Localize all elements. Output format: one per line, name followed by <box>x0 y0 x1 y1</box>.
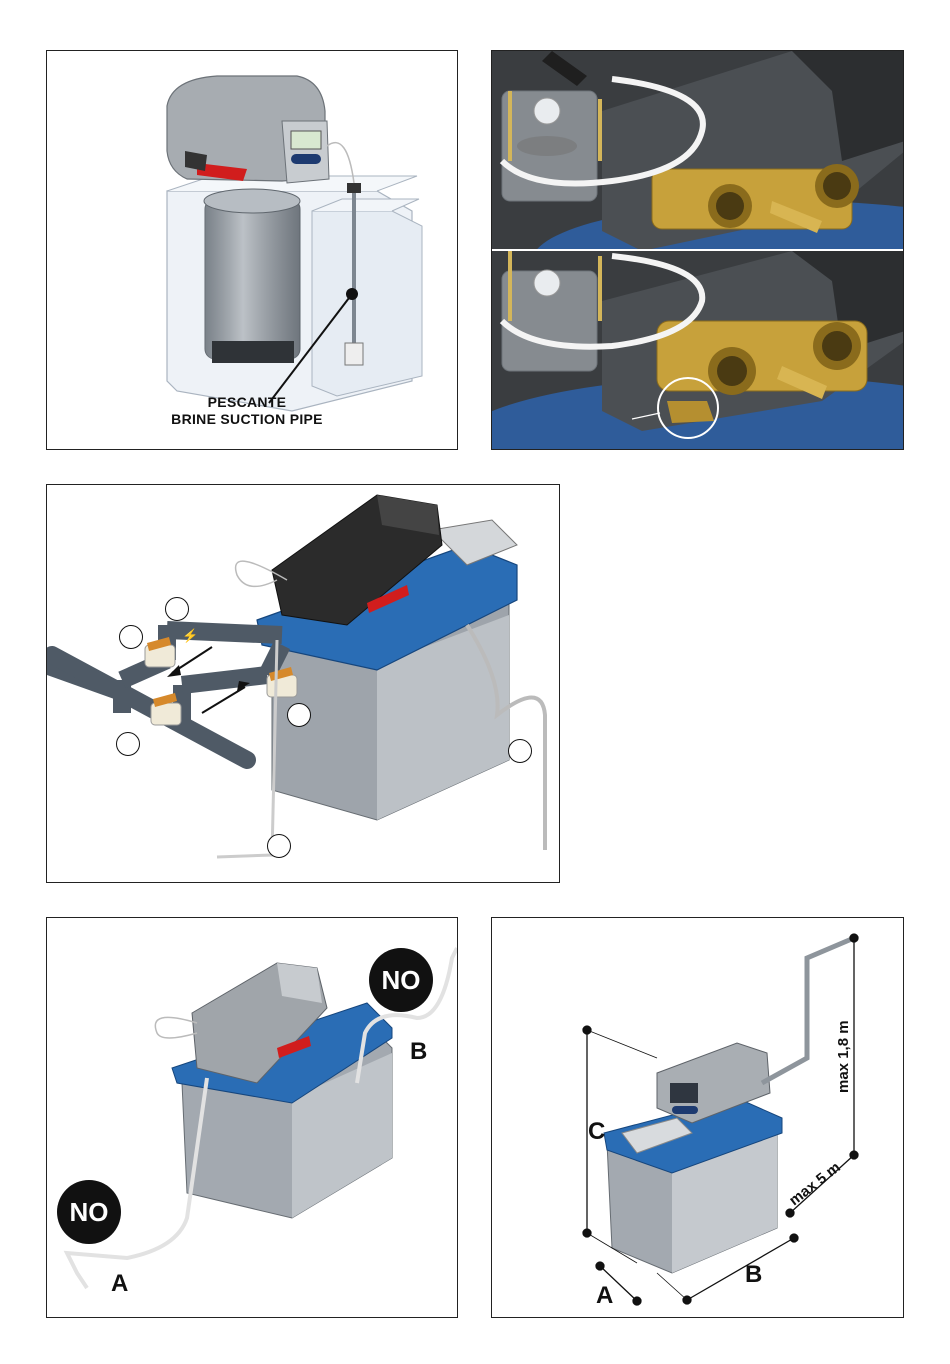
callout-circle <box>267 834 291 858</box>
panel-valve-closeup <box>491 50 904 450</box>
panel-installation-distances: max 1,8 m max 5 m C A B <box>491 917 904 1318</box>
svg-text:⚡: ⚡ <box>182 628 198 644</box>
max-length-label: max 5 m <box>786 1159 844 1209</box>
max-height-label: max 1,8 m <box>835 1020 852 1093</box>
label-c: C <box>588 1118 605 1146</box>
no-badge-top: NO <box>369 948 433 1012</box>
valve-closeup-top <box>492 51 904 249</box>
no-badge-bottom: NO <box>57 1180 121 1244</box>
bypass-illustration: ⚡ <box>47 485 560 883</box>
label-a: A <box>111 1270 128 1298</box>
label-b: B <box>410 1038 427 1066</box>
callout-circle <box>165 597 189 621</box>
caption-pescante: PESCANTE <box>87 394 407 410</box>
callout-circle <box>119 625 143 649</box>
softener-illustration <box>47 51 458 450</box>
label-a: A <box>596 1282 613 1310</box>
callout-circle <box>508 739 532 763</box>
panel-brine-suction: PESCANTE BRINE SUCTION PIPE <box>46 50 458 450</box>
panel-incorrect-installation: NO B NO A <box>46 917 458 1318</box>
caption-brine-suction-pipe: BRINE SUCTION PIPE <box>87 411 407 427</box>
label-b: B <box>745 1261 762 1289</box>
callout-circle <box>287 703 311 727</box>
distances-illustration: max 1,8 m max 5 m <box>492 918 904 1318</box>
panel-bypass-plumbing: ⚡ <box>46 484 560 883</box>
callout-circle <box>116 732 140 756</box>
valve-closeup-bottom <box>492 251 904 450</box>
